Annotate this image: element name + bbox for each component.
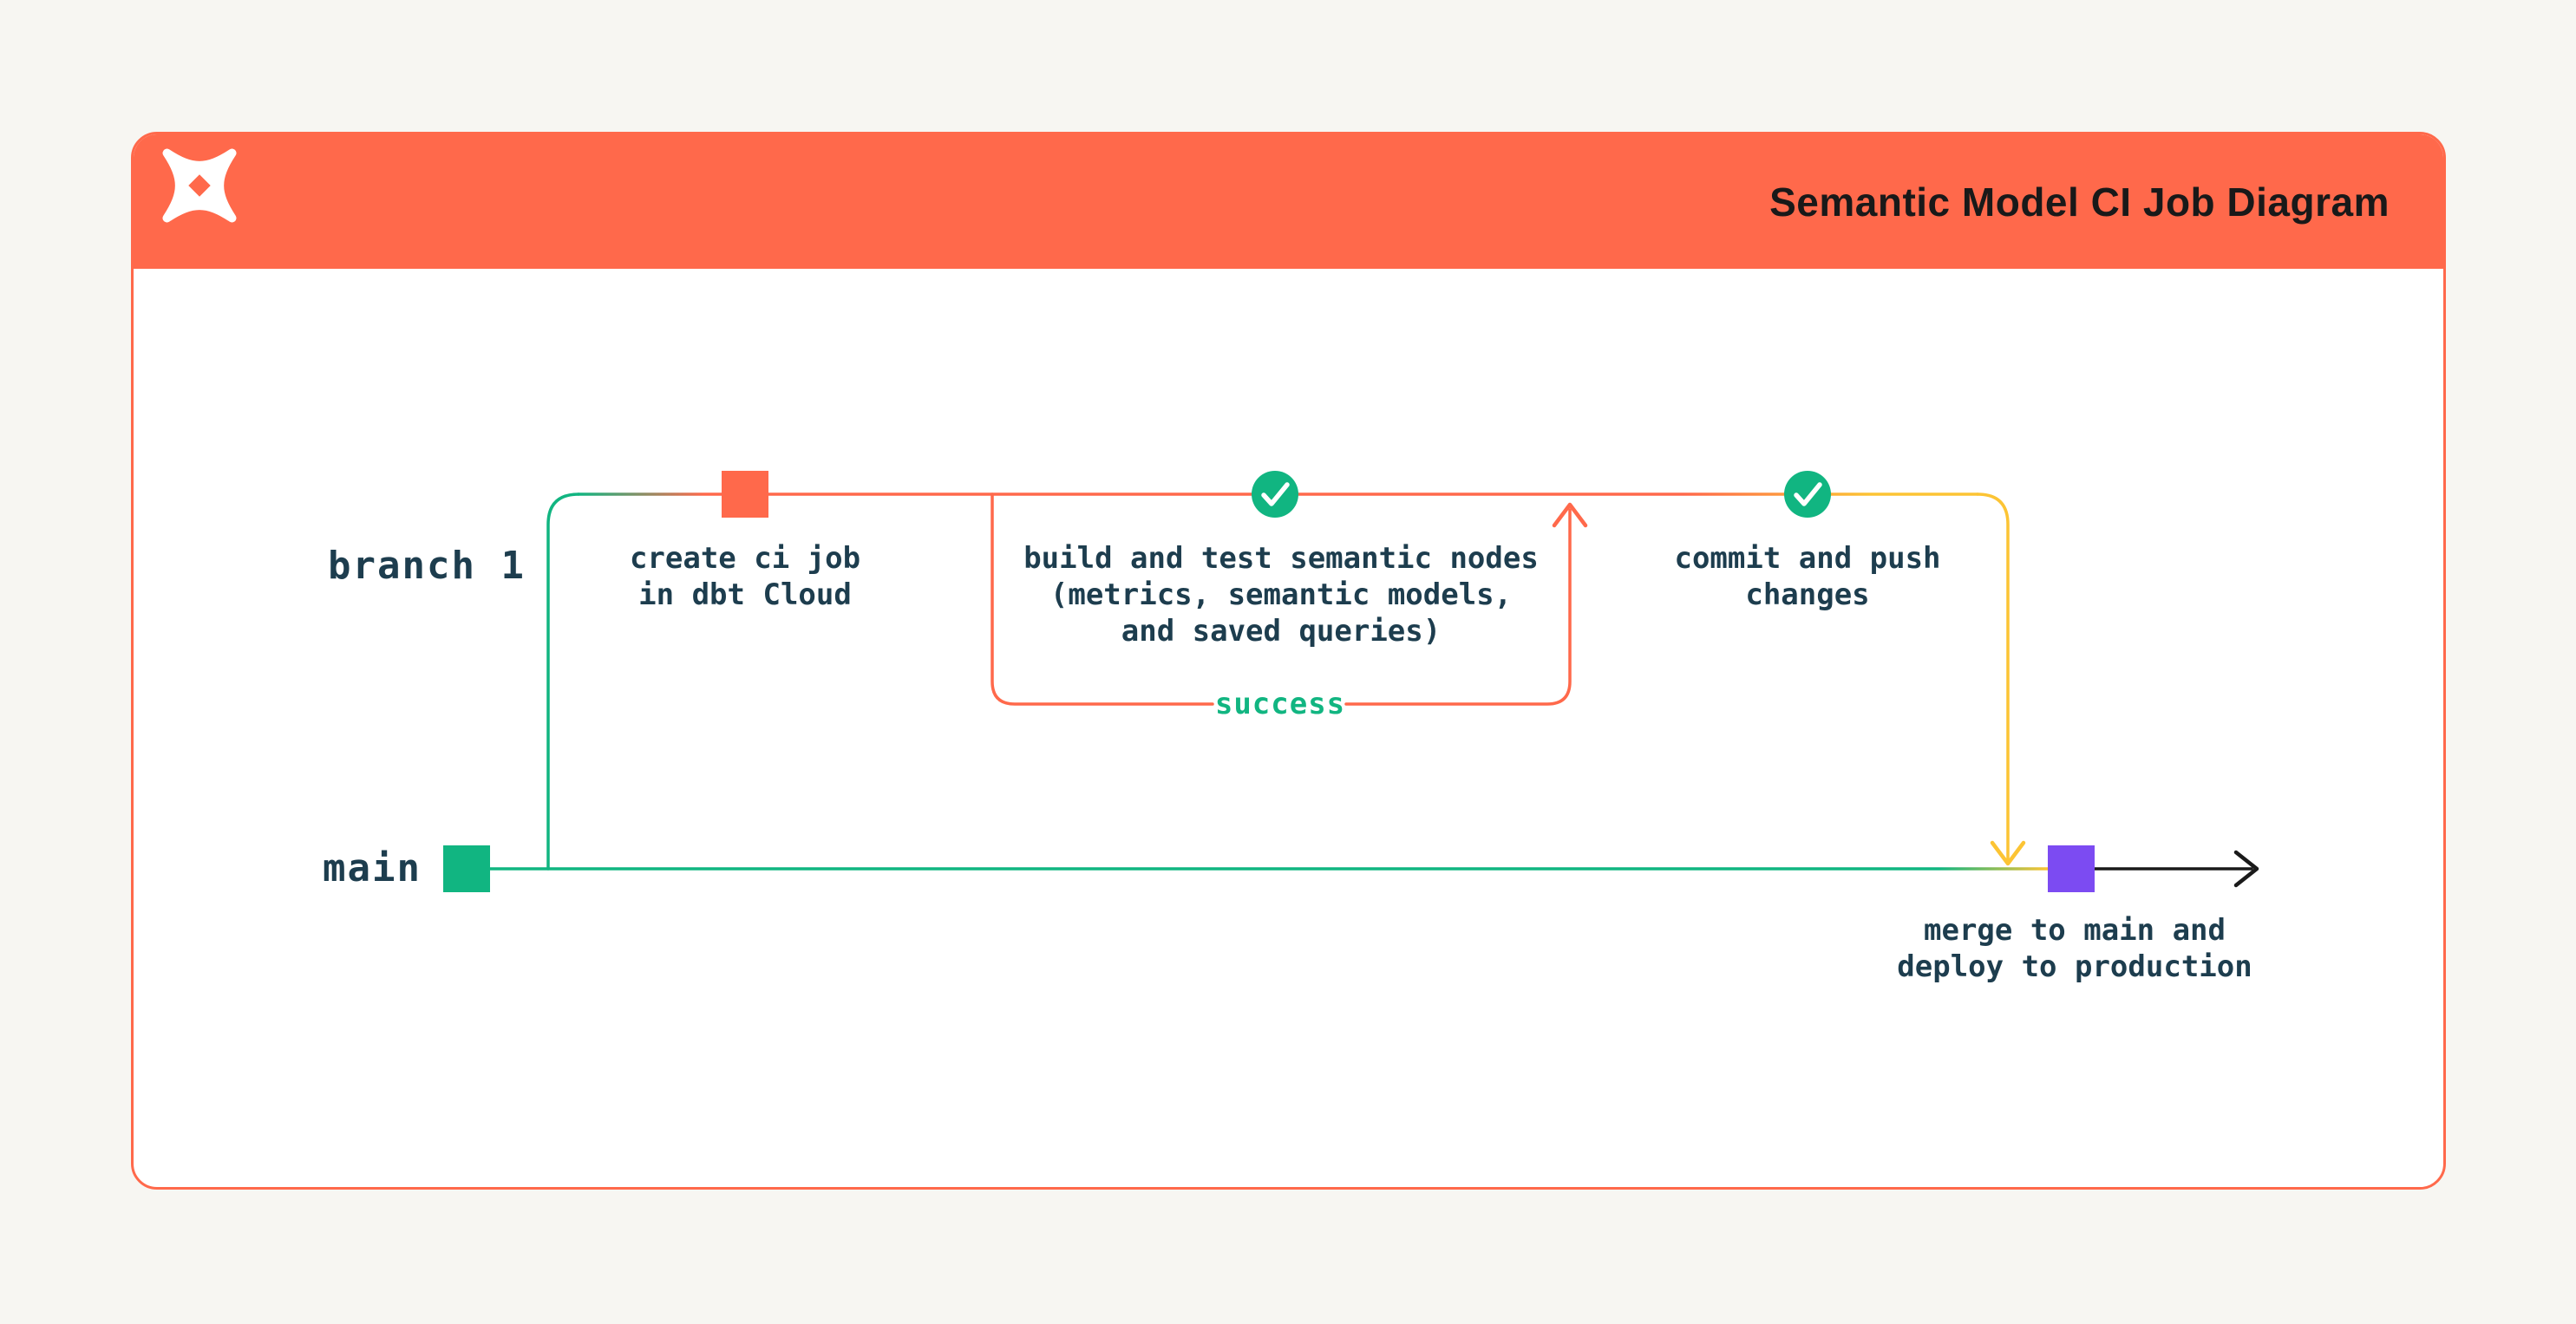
step-label-build-and-test: build and test semantic nodes (metrics, …: [1023, 540, 1539, 649]
page-title: Semantic Model CI Job Diagram: [1769, 179, 2390, 225]
step-label-create-ci-job: create ci job in dbt Cloud: [630, 540, 860, 613]
dbt-logo-icon: [162, 148, 237, 223]
step-label-commit-and-push: commit and push changes: [1674, 540, 1940, 613]
step-label-line: (metrics, semantic models,: [1049, 577, 1513, 612]
step-label-line: build and test semantic nodes: [1023, 541, 1539, 576]
main-commit-node: [443, 845, 490, 892]
diagram-card: Semantic Model CI Job Diagram: [131, 132, 2446, 1190]
ci-loop-right: [1344, 508, 1572, 706]
card-header: Semantic Model CI Job Diagram: [134, 134, 2443, 269]
arrow-down-icon: [1990, 840, 2026, 866]
merge-commit-node: [2048, 845, 2095, 892]
step-label-line: in dbt Cloud: [638, 577, 852, 612]
step-label-line: merge to main and: [1924, 913, 2226, 948]
step-label-line: and saved queries): [1121, 614, 1442, 649]
create-ci-job-node: [722, 471, 768, 518]
ci-loop-left: [991, 492, 1214, 706]
step-label-line: create ci job: [629, 541, 861, 576]
arrow-up-icon: [1552, 502, 1588, 528]
branch-merge-line: [1976, 492, 2010, 862]
step-label-line: deploy to production: [1897, 949, 2252, 984]
check-icon-build: [1252, 471, 1298, 518]
branch-start-line: [546, 492, 580, 871]
lane-label-main: main: [323, 846, 422, 890]
lane-label-branch-1: branch 1: [328, 544, 526, 588]
check-icon-commit: [1784, 471, 1831, 518]
step-label-merge-deploy: merge to main and deploy to production: [1897, 912, 2252, 985]
arrow-right-icon: [2233, 850, 2259, 888]
step-label-line: commit and push: [1674, 541, 1941, 576]
success-annotation: success: [1214, 687, 1346, 721]
step-label-line: changes: [1745, 577, 1870, 612]
